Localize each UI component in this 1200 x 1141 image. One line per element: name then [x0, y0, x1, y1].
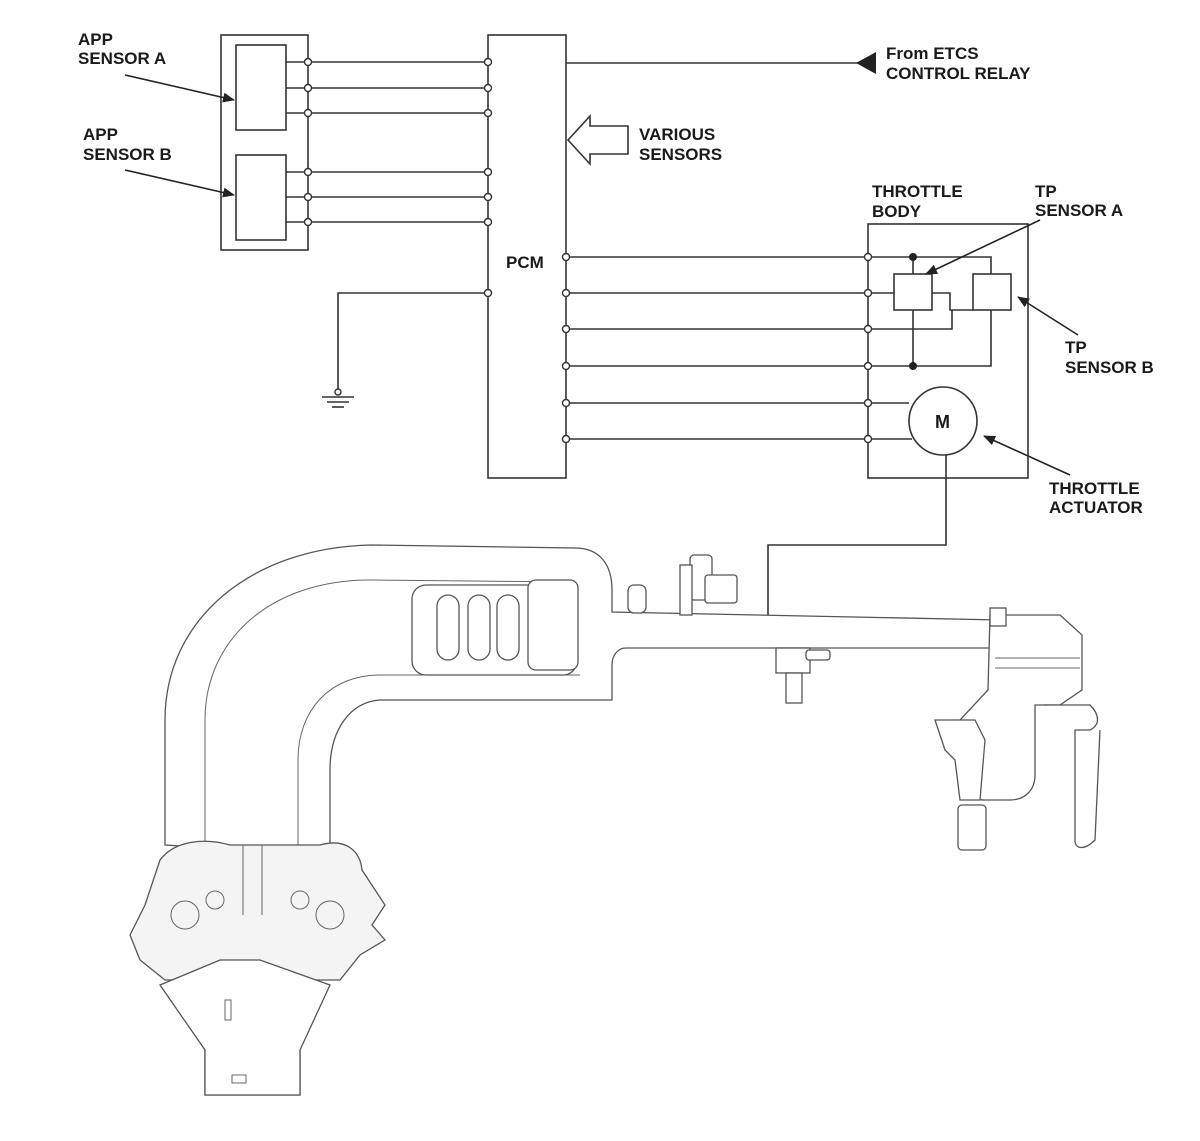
app-sensor-b-box — [235, 154, 287, 241]
intake-manifold-illustration — [129, 544, 1101, 1096]
terminals — [303, 57, 873, 444]
various-sensors-arrow-icon — [566, 113, 629, 167]
pcm-label: PCM — [506, 253, 544, 272]
app-to-pcm-wires — [308, 61, 488, 223]
app-sensor-housing — [220, 34, 309, 251]
pcm-to-throttle-wires — [566, 256, 868, 440]
ground-wire — [322, 292, 488, 408]
tp-sensor-b-box — [972, 273, 1012, 311]
etcs-relay-arrow-icon — [856, 52, 876, 74]
leader-arrows — [124, 74, 1079, 476]
etcs-relay-wire — [566, 52, 876, 74]
throttle-body — [767, 223, 1029, 630]
tp-sensor-a-label: TP SENSOR A — [1035, 182, 1123, 220]
motor-label: M — [935, 412, 950, 432]
tp-sensor-b-label: TP SENSOR B — [1065, 338, 1154, 377]
throttle-actuator-motor — [908, 386, 978, 456]
etcs-relay-label: From ETCS CONTROL RELAY — [886, 44, 1031, 83]
app-sensor-a-box — [235, 44, 287, 131]
throttle-actuator-label: THROTTLE ACTUATOR — [1049, 479, 1144, 517]
app-sensor-a-label: APP SENSOR A — [78, 30, 166, 68]
app-sensor-b-label: APP SENSOR B — [83, 125, 172, 164]
throttle-body-label: THROTTLE BODY — [872, 182, 967, 221]
tp-sensor-a-box — [893, 273, 933, 311]
various-sensors-label: VARIOUS SENSORS — [639, 125, 722, 164]
